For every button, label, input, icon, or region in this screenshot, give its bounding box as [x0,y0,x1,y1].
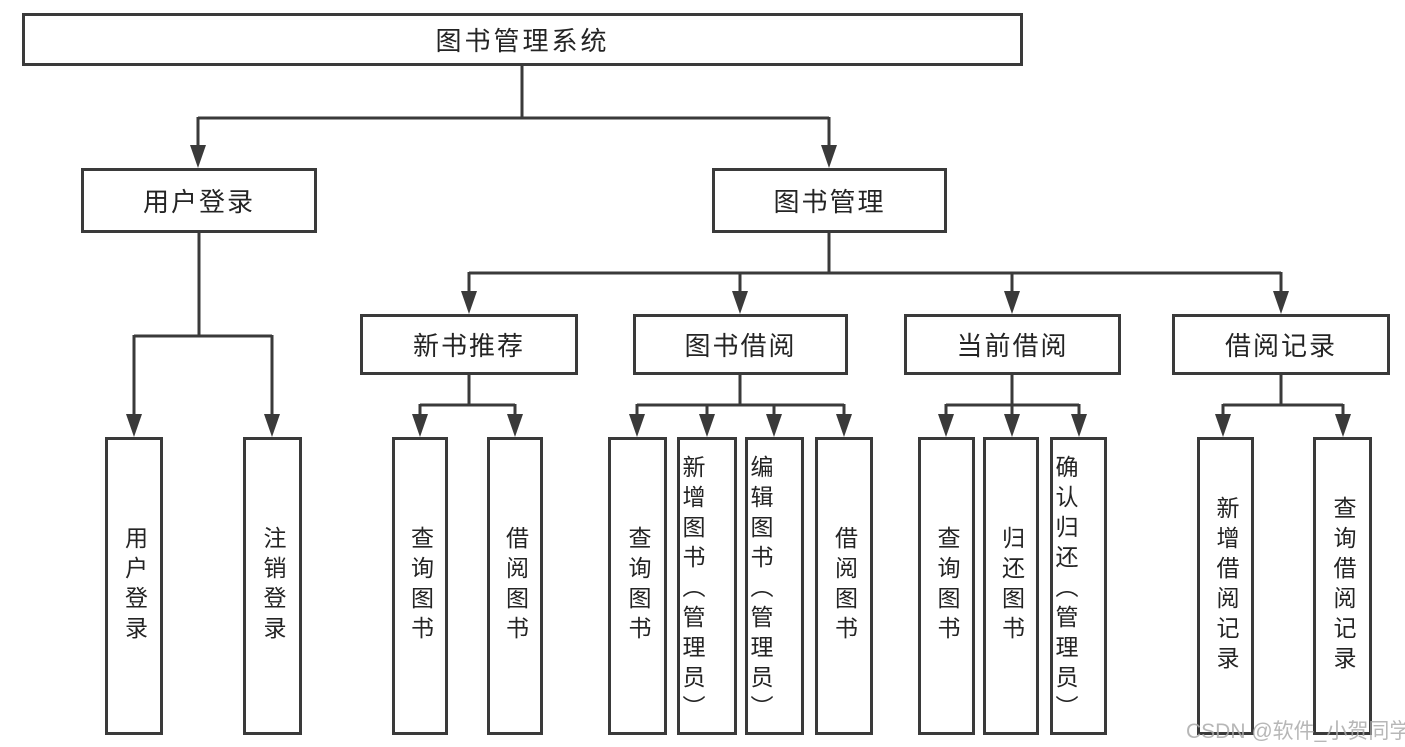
leaf-label: 借阅图书 [831,526,858,646]
leaf-user-login: 用户登录 [105,437,163,735]
arrowhead-icon [766,414,782,437]
node-library-management-system: 图书管理系统 [22,13,1023,66]
arrowhead-icon [699,414,715,437]
leaf-label: 新增借阅记录 [1213,496,1239,676]
arrowhead-icon [836,414,852,437]
node-label: 图书管理 [773,187,886,217]
leaf-label: 新增图书（管理员） [679,454,705,725]
leaf-label: 归还图书 [998,526,1025,646]
arrowhead-icon [126,414,142,437]
arrowhead-icon [938,414,954,437]
leaf-borrow-books-borrowing: 借阅图书 [815,437,873,735]
node-label: 图书管理系统 [435,26,610,56]
leaf-label: 确认归还（管理员） [1052,454,1078,725]
arrowhead-icon [1071,414,1087,437]
arrowhead-icon [461,291,477,314]
arrowhead-icon [629,414,645,437]
leaf-edit-books-admin: 编辑图书（管理员） [745,437,804,735]
node-book-borrowing: 图书借阅 [633,314,848,375]
leaf-borrow-books-recommend: 借阅图书 [487,437,543,735]
leaf-label: 查询图书 [407,526,434,646]
node-label: 借阅记录 [1224,331,1337,361]
leaf-confirm-return-admin: 确认归还（管理员） [1050,437,1107,735]
arrowhead-icon [264,414,280,437]
node-label: 新书推荐 [412,331,525,361]
leaf-logout: 注销登录 [243,437,302,735]
arrowhead-icon [412,414,428,437]
arrowhead-icon [732,291,748,314]
leaf-return-books: 归还图书 [983,437,1039,735]
arrowhead-icon [1335,414,1351,437]
arrowhead-icon [1215,414,1231,437]
leaf-label: 查询图书 [934,526,960,646]
leaf-query-books-borrowing: 查询图书 [608,437,667,735]
leaf-label: 借阅图书 [502,526,529,646]
leaf-label: 查询借阅记录 [1330,496,1356,676]
node-user-login: 用户登录 [81,168,317,233]
arrowhead-group [126,145,1351,437]
node-book-management: 图书管理 [712,168,947,233]
node-current-borrowing: 当前借阅 [904,314,1121,375]
node-label: 图书借阅 [684,331,797,361]
arrowhead-icon [507,414,523,437]
node-label: 当前借阅 [956,331,1069,361]
arrowhead-icon [821,145,837,168]
node-new-book-recommendation: 新书推荐 [360,314,578,375]
leaf-query-borrow-record: 查询借阅记录 [1313,437,1372,735]
leaf-label: 查询图书 [625,526,651,646]
leaf-add-books-admin: 新增图书（管理员） [677,437,737,735]
leaf-label: 编辑图书（管理员） [747,454,773,725]
leaf-label: 注销登录 [260,526,286,646]
node-borrowing-records: 借阅记录 [1172,314,1390,375]
leaf-add-borrow-record: 新增借阅记录 [1197,437,1254,735]
arrowhead-icon [1004,414,1020,437]
arrowhead-icon [190,145,206,168]
leaf-label: 用户登录 [121,526,148,646]
watermark-text: CSDN @软件_小贺同学 [1186,720,1405,743]
connector-path [132,65,1345,418]
node-label: 用户登录 [142,187,255,217]
leaf-query-books-recommend: 查询图书 [392,437,448,735]
arrowhead-icon [1273,291,1289,314]
arrowhead-icon [1004,291,1020,314]
leaf-query-books-current: 查询图书 [918,437,975,735]
